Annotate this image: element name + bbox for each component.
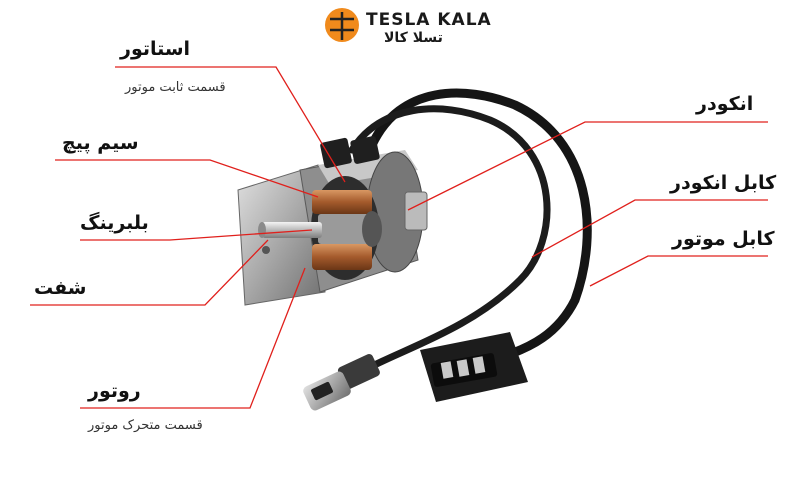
brand-name-en: TESLA KALA bbox=[366, 10, 492, 30]
label-rotor-sub: قسمت متحرک موتور bbox=[88, 418, 203, 433]
label-bearing: بلبرینگ bbox=[80, 212, 149, 234]
label-stator: استاتور bbox=[120, 38, 191, 60]
leader-stator bbox=[115, 66, 346, 183]
leader-bearing bbox=[80, 229, 313, 241]
leader-encoder-cable bbox=[531, 199, 768, 258]
leader-winding bbox=[55, 159, 319, 198]
label-encoder-cable: کابل انکودر bbox=[670, 172, 777, 194]
label-encoder: انکودر bbox=[696, 93, 754, 115]
leader-shaft bbox=[30, 239, 269, 306]
servo-motor bbox=[237, 136, 428, 306]
label-winding: سیم پیچ bbox=[62, 132, 139, 154]
leader-motor-cable bbox=[589, 255, 768, 287]
motor-cable bbox=[367, 88, 592, 360]
label-rotor: روتور bbox=[88, 380, 141, 402]
encoder-cable bbox=[348, 105, 551, 374]
motor-connector bbox=[420, 332, 528, 402]
brand-name-fa: تسلا کالا bbox=[384, 30, 443, 46]
leader-lines bbox=[30, 66, 768, 409]
tesla-kala-logo bbox=[325, 8, 359, 42]
label-shaft: شفت bbox=[34, 277, 87, 299]
encoder-connector bbox=[303, 353, 380, 411]
label-motor-cable: کابل موتور bbox=[672, 228, 775, 250]
label-stator-sub: قسمت ثابت موتور bbox=[125, 80, 226, 95]
leader-rotor bbox=[80, 267, 306, 409]
leader-encoder bbox=[407, 121, 768, 211]
